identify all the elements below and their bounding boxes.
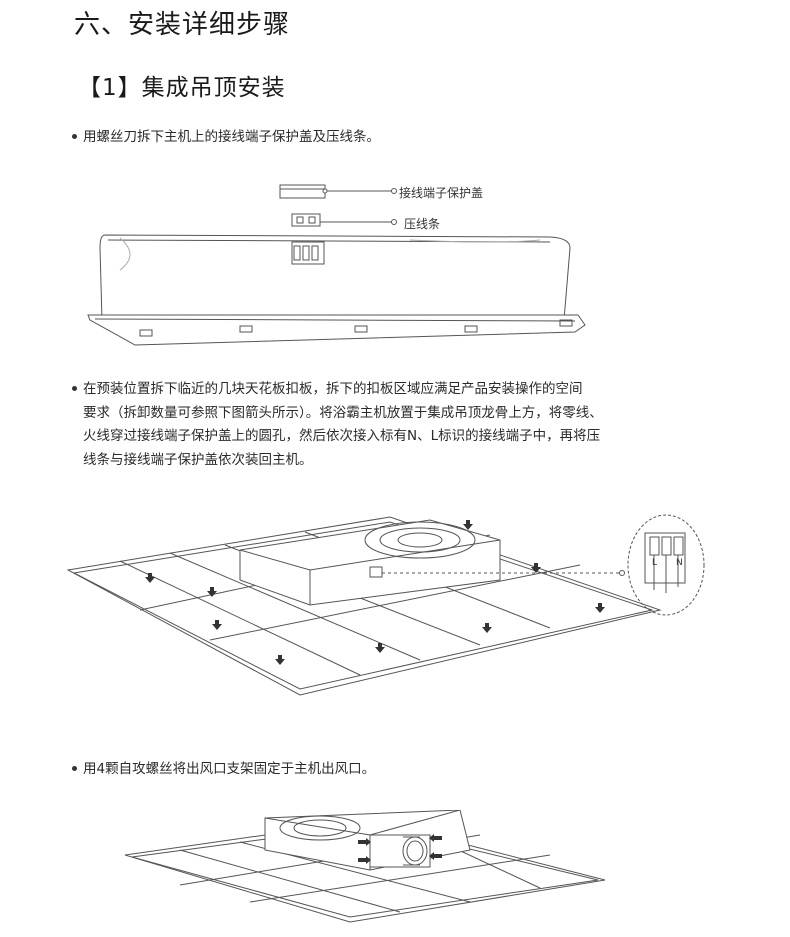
step-1-text: 用螺丝刀拆下主机上的接线端子保护盖及压线条。 <box>83 129 380 145</box>
bullet-dot-icon <box>72 133 77 139</box>
callout-terminal-cover: 接线端子保护盖 <box>399 186 484 200</box>
terminal-label-n: N <box>676 558 683 568</box>
diagram-host-unit <box>87 184 586 346</box>
screw-arrows <box>358 834 442 864</box>
callout-press-strip: 压线条 <box>404 217 441 231</box>
subsection-title: 【1】集成吊顶安装 <box>78 75 286 101</box>
fan-grille-icon <box>279 815 361 841</box>
diagram-ceiling-install <box>66 514 705 696</box>
bullet-dot-icon <box>72 765 77 771</box>
step-2-line-2: 要求（拆卸数量可参照下图箭头所示）。将浴霸主机放置于集成吊顶龙骨上方，将零线、 <box>83 404 603 421</box>
diagram-outlet-bracket <box>124 810 606 923</box>
step-2-line-3: 火线穿过接线端子保护盖上的圆孔，然后依次接入标有N、L标识的接线端子中，再将压 <box>83 428 601 444</box>
step-3-text: 用4颗自攻螺丝将出风口支架固定于主机出风口。 <box>83 761 376 777</box>
step-2-line-4: 线条与接线端子保护盖依次装回主机。 <box>83 451 313 468</box>
bullet-dot-icon <box>72 385 77 391</box>
fan-grille-icon <box>364 521 476 559</box>
press-strip-part <box>291 213 321 227</box>
step-3: 用4颗自攻螺丝将出风口支架固定于主机出风口。 <box>72 758 375 781</box>
terminal-detail-circle <box>627 514 705 616</box>
terminal-label-l: L <box>652 558 658 568</box>
section-title: 六、安装详细步骤 <box>74 10 291 40</box>
step-1: 用螺丝刀拆下主机上的接线端子保护盖及压线条。 <box>72 126 380 149</box>
step-2: 在预装位置拆下临近的几块天花板扣板，拆下的扣板区域应满足产品安装操作的空间 要求… <box>72 378 603 472</box>
step-2-line-1: 在预装位置拆下临近的几块天花板扣板，拆下的扣板区域应满足产品安装操作的空间 <box>83 381 583 397</box>
terminal-cover-part <box>279 184 326 199</box>
removal-arrows <box>145 520 605 665</box>
